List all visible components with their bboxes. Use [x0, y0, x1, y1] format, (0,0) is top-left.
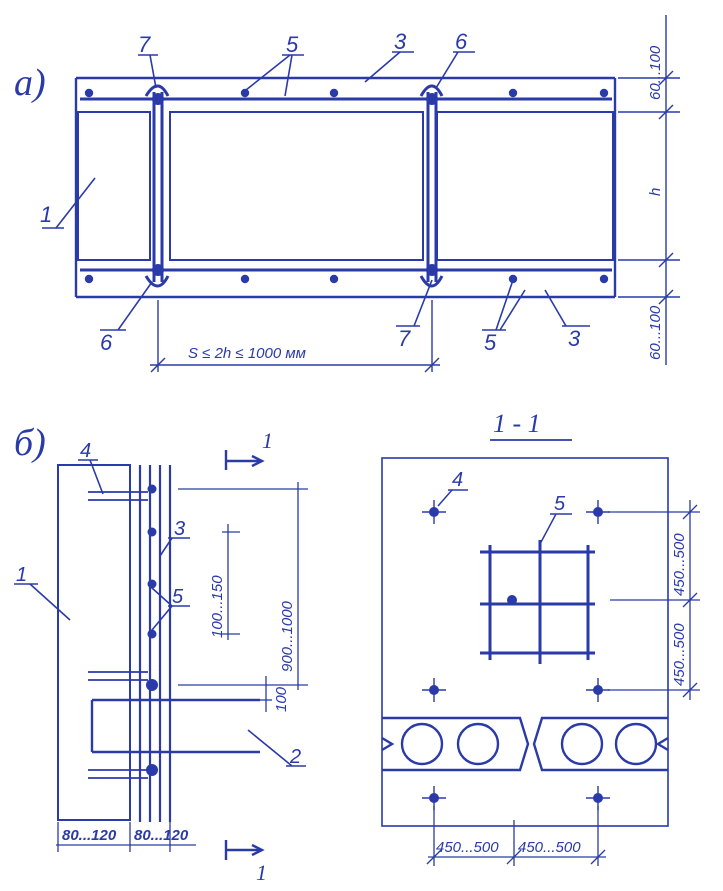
panel-label-b: б)	[14, 422, 46, 464]
dim-100-150: 100...150	[209, 575, 226, 638]
callout-1: 1	[40, 202, 52, 227]
callout-3-b: 3	[174, 518, 185, 540]
floor-slab	[90, 698, 260, 754]
hollow-core-slabs	[381, 716, 669, 772]
callout-3-top: 3	[394, 29, 407, 54]
dim-section-bottom-2: 450...500	[518, 839, 581, 856]
section-title: 1 - 1	[493, 409, 541, 438]
dim-section-right-2: 450...500	[671, 623, 688, 686]
dim-900-1000: 900...1000	[279, 600, 296, 672]
dim-top-plaster: 60...100	[647, 45, 664, 100]
callout-7-top: 7	[138, 32, 151, 57]
wall-hatched	[57, 464, 131, 821]
callout-2-b: 2	[289, 746, 301, 768]
callout-5-section: 5	[554, 493, 566, 515]
callout-1-b: 1	[16, 564, 27, 586]
callout-7-bottom: 7	[398, 326, 411, 351]
dim-section-bottom-1: 450...500	[436, 839, 499, 856]
callout-3-bottom: 3	[568, 326, 581, 351]
masonry-wall	[77, 111, 614, 261]
callout-6-bottom: 6	[100, 330, 113, 355]
dim-plaster-thickness: 80...120	[134, 827, 189, 844]
dim-bottom-plaster: 60...100	[647, 305, 664, 360]
dim-spacing-s: S ≤ 2h ≤ 1000 мм	[188, 345, 306, 362]
section-frame	[381, 457, 669, 827]
callout-4-b: 4	[80, 440, 91, 462]
dim-h: h	[647, 188, 664, 196]
section-1-1: 1 - 1	[381, 409, 700, 866]
panel-label-a: а)	[14, 62, 46, 104]
callout-5-bottom: 5	[484, 330, 497, 355]
dim-section-right-1: 450...500	[671, 533, 688, 596]
cut-mark-top: 1	[262, 428, 273, 453]
callout-5-b: 5	[172, 586, 184, 608]
cut-mark-bottom: 1	[256, 860, 267, 885]
figure-b: б) 1 1	[14, 422, 308, 885]
dim-100: 100	[273, 686, 290, 712]
callout-4-section: 4	[452, 469, 463, 491]
figure-a: а)	[14, 15, 680, 373]
dim-wall-thickness: 80...120	[62, 827, 117, 844]
callout-6-top: 6	[455, 29, 468, 54]
callout-5-top: 5	[286, 32, 299, 57]
